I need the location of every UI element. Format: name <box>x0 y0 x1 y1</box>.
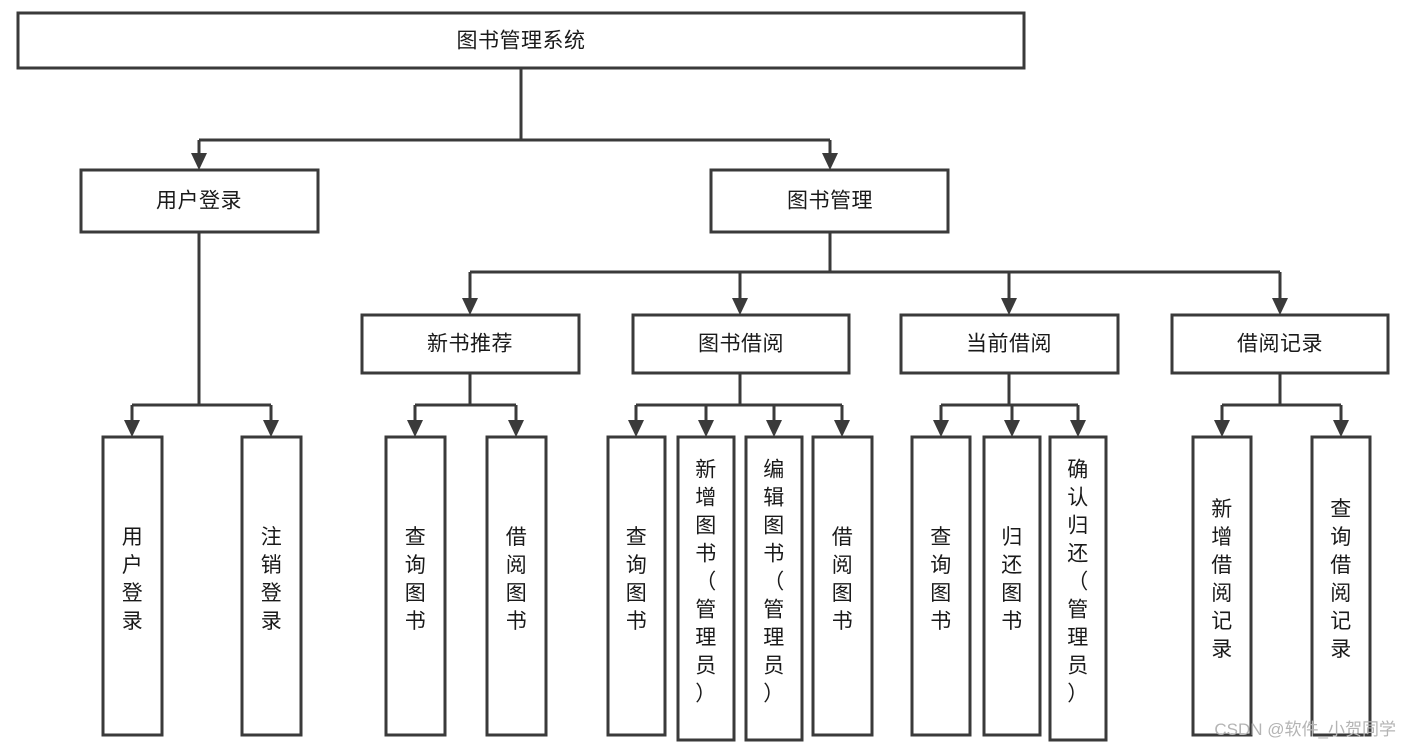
node-leaf-query-borrow-record-label: 查询借阅记录 <box>1330 498 1352 661</box>
node-leaf-user-login-box[interactable] <box>101 435 164 737</box>
node-leaf-user-login[interactable]: 用户登录 <box>101 435 164 737</box>
arrow-userlogin-to-leaf1 <box>124 420 140 437</box>
node-leaf-query-book-2-box[interactable] <box>606 435 667 737</box>
node-leaf-return-book[interactable]: 归还图书 <box>982 435 1042 737</box>
node-leaf-query-book-3-label: 查询图书 <box>930 526 952 633</box>
arrow-newbook-to-leaf2 <box>508 420 524 437</box>
arrow-bookborrow-to-leaf4 <box>834 420 850 437</box>
node-leaf-borrow-book-2-label: 借阅图书 <box>832 526 854 633</box>
node-book-management-label: 图书管理 <box>787 190 873 213</box>
node-leaf-borrow-book-1[interactable]: 借阅图书 <box>485 435 548 737</box>
node-leaf-borrow-book-1-label: 借阅图书 <box>506 526 528 633</box>
node-borrow-record[interactable]: 借阅记录 <box>1170 313 1390 375</box>
node-current-borrow-box[interactable] <box>899 313 1120 375</box>
arrow-currentborrow-to-leaf1 <box>933 420 949 437</box>
arrow-newbook-to-leaf1 <box>407 420 423 437</box>
arrow-root-to-user-login <box>191 153 207 170</box>
node-leaf-confirm-return-admin-box[interactable] <box>1048 435 1108 742</box>
node-leaf-query-book-2[interactable]: 查询图书 <box>606 435 667 737</box>
arrow-bookmgmt-to-current-borrow <box>1001 298 1017 315</box>
node-leaf-edit-book-admin[interactable]: 编辑图书（管理员） <box>744 435 804 742</box>
node-new-book-recommend[interactable]: 新书推荐 <box>360 313 581 375</box>
node-leaf-logout-login-label: 注销登录 <box>261 526 283 633</box>
node-leaf-add-book-admin-label: 新增图书（管理员） <box>695 459 717 706</box>
node-leaf-add-borrow-record-box[interactable] <box>1191 435 1253 737</box>
node-root[interactable]: 图书管理系统 <box>16 11 1026 70</box>
node-leaf-return-book-label: 归还图书 <box>1001 526 1023 633</box>
node-current-borrow[interactable]: 当前借阅 <box>899 313 1120 375</box>
arrow-bookborrow-to-leaf3 <box>766 420 782 437</box>
node-leaf-user-login-label: 用户登录 <box>122 526 144 633</box>
node-book-borrow-label: 图书借阅 <box>698 333 784 356</box>
node-leaf-query-book-2-label: 查询图书 <box>626 526 648 633</box>
node-user-login-label: 用户登录 <box>156 190 242 213</box>
node-new-book-recommend-label: 新书推荐 <box>427 333 513 356</box>
node-book-borrow[interactable]: 图书借阅 <box>631 313 851 375</box>
node-root-box[interactable] <box>16 11 1026 70</box>
node-leaf-confirm-return-admin-label: 确认归还（管理员） <box>1067 459 1089 706</box>
node-current-borrow-label: 当前借阅 <box>966 333 1052 356</box>
node-leaf-query-book-1[interactable]: 查询图书 <box>384 435 447 737</box>
node-borrow-record-box[interactable] <box>1170 313 1390 375</box>
arrow-userlogin-to-leaf2 <box>263 420 279 437</box>
node-leaf-query-book-3-box[interactable] <box>910 435 972 737</box>
arrow-bookmgmt-to-borrow-record <box>1272 298 1288 315</box>
leaf-node-layer: 用户登录 注销登录 查询图书 借阅图书 查询图书 新增图书（管理员） 编辑图书（管理员） 借阅… <box>101 435 1372 742</box>
node-leaf-edit-book-admin-label: 编辑图书（管理员） <box>763 459 785 706</box>
node-book-borrow-box[interactable] <box>631 313 851 375</box>
node-user-login-box[interactable] <box>79 168 320 234</box>
node-leaf-query-borrow-record-box[interactable] <box>1310 435 1372 737</box>
node-leaf-return-book-box[interactable] <box>982 435 1042 737</box>
arrow-bookborrow-to-leaf2 <box>698 420 714 437</box>
node-leaf-edit-book-admin-box[interactable] <box>744 435 804 742</box>
arrow-bookborrow-to-leaf1 <box>628 420 644 437</box>
node-borrow-record-label: 借阅记录 <box>1237 333 1323 356</box>
node-leaf-borrow-book-2-box[interactable] <box>811 435 874 737</box>
arrow-currentborrow-to-leaf2 <box>1004 420 1020 437</box>
node-leaf-query-book-1-box[interactable] <box>384 435 447 737</box>
node-leaf-borrow-book-2[interactable]: 借阅图书 <box>811 435 874 737</box>
node-leaf-query-borrow-record[interactable]: 查询借阅记录 <box>1310 435 1372 737</box>
node-leaf-logout-login-box[interactable] <box>240 435 303 737</box>
csdn-watermark: CSDN @软件_小贺同学 <box>1214 720 1396 739</box>
node-new-book-recommend-box[interactable] <box>360 313 581 375</box>
arrow-bookmgmt-to-book-borrow <box>732 298 748 315</box>
node-leaf-add-borrow-record[interactable]: 新增借阅记录 <box>1191 435 1253 737</box>
connector-layer <box>124 68 1349 437</box>
node-leaf-logout-login[interactable]: 注销登录 <box>240 435 303 737</box>
node-leaf-add-borrow-record-label: 新增借阅记录 <box>1211 498 1233 661</box>
arrow-borrowrecord-to-leaf2 <box>1333 420 1349 437</box>
arrow-root-to-book-management <box>822 153 838 170</box>
arrow-borrowrecord-to-leaf1 <box>1214 420 1230 437</box>
arrow-bookmgmt-to-new-book <box>462 298 478 315</box>
node-leaf-query-book-3[interactable]: 查询图书 <box>910 435 972 737</box>
node-user-login[interactable]: 用户登录 <box>79 168 320 234</box>
arrow-currentborrow-to-leaf3 <box>1070 420 1086 437</box>
node-leaf-query-book-1-label: 查询图书 <box>405 526 427 633</box>
node-root-label: 图书管理系统 <box>457 30 586 53</box>
node-leaf-confirm-return-admin[interactable]: 确认归还（管理员） <box>1048 435 1108 742</box>
node-book-management[interactable]: 图书管理 <box>709 168 950 234</box>
node-leaf-borrow-book-1-box[interactable] <box>485 435 548 737</box>
node-leaf-add-book-admin-box[interactable] <box>676 435 736 742</box>
node-leaf-add-book-admin[interactable]: 新增图书（管理员） <box>676 435 736 742</box>
node-book-management-box[interactable] <box>709 168 950 234</box>
